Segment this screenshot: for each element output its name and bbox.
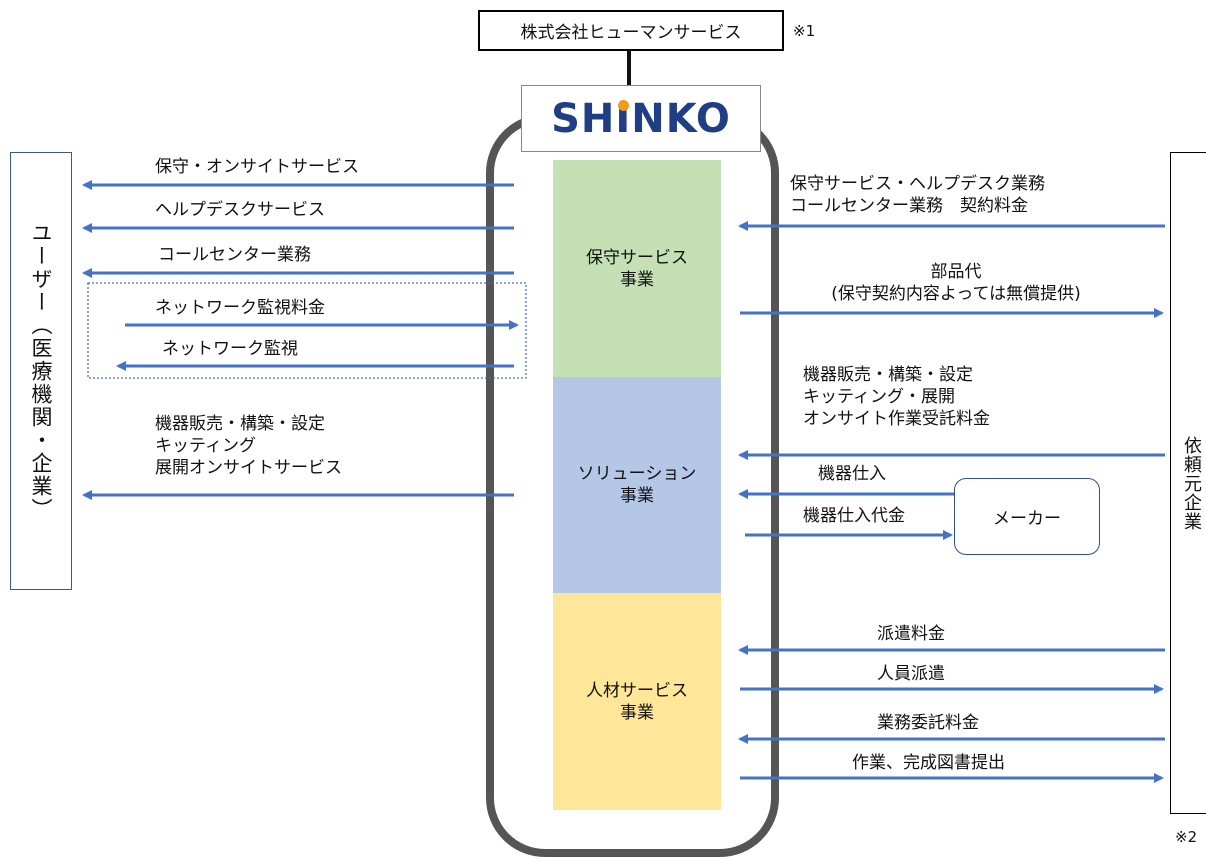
label-dispatch: 人員派遣 bbox=[877, 664, 945, 684]
clients-box: 依頼元企業 bbox=[1170, 152, 1206, 814]
label-solution-fee-line1: 機器販売・構築・設定 bbox=[803, 365, 973, 385]
users-box: ユーザー（医療機関・企業） bbox=[10, 152, 72, 590]
logo-text-post: NKO bbox=[631, 95, 731, 142]
label-solution-fee-line2: キッティング・展開 bbox=[803, 387, 955, 407]
segment-maintenance-line1: 保守サービス bbox=[586, 247, 688, 268]
label-helpdesk-service: ヘルプデスクサービス bbox=[155, 200, 325, 220]
label-purchase-payment: 機器仕入代金 bbox=[803, 506, 905, 526]
label-contract-fee: 保守サービス・ヘルプデスク業務 コールセンター業務 契約料金 bbox=[790, 173, 1045, 217]
label-purchase: 機器仕入 bbox=[818, 464, 886, 484]
label-solution-fee-line3: オンサイト作業受託料金 bbox=[803, 409, 990, 429]
label-equipment-sales-line1: 機器販売・構築・設定 bbox=[155, 414, 325, 434]
parent-company-box: 株式会社ヒューマンサービス bbox=[478, 10, 784, 51]
logo-i: I bbox=[615, 95, 632, 142]
label-callcenter: コールセンター業務 bbox=[158, 245, 311, 265]
label-network-fee: ネットワーク監視料金 bbox=[155, 298, 325, 318]
label-equipment-sales-line2: キッティング bbox=[155, 436, 256, 456]
segment-hr: 人材サービス 事業 bbox=[553, 593, 721, 810]
label-equipment-sales: 機器販売・構築・設定 キッティング 展開オンサイトサービス bbox=[155, 413, 342, 479]
segment-hr-line1: 人材サービス bbox=[586, 680, 688, 701]
segment-maintenance-line2: 事業 bbox=[620, 269, 654, 290]
label-network-monitoring: ネットワーク監視 bbox=[162, 339, 298, 359]
maker-label: メーカー bbox=[993, 509, 1061, 529]
parent-company-note: ※1 bbox=[793, 22, 816, 40]
segment-solution: ソリューション 事業 bbox=[553, 377, 721, 593]
label-dispatch-fee: 派遣料金 bbox=[877, 624, 945, 644]
label-parts: 部品代 (保守契約内容よっては無償提供) bbox=[808, 261, 1104, 305]
label-onsite-service: 保守・オンサイトサービス bbox=[155, 157, 359, 177]
users-label: ユーザー（医療機関・企業） bbox=[29, 221, 53, 521]
segment-hr-line2: 事業 bbox=[620, 702, 654, 723]
label-equipment-sales-line3: 展開オンサイトサービス bbox=[155, 458, 342, 478]
parent-company-label: 株式会社ヒューマンサービス bbox=[520, 23, 742, 43]
segment-maintenance: 保守サービス 事業 bbox=[553, 160, 721, 377]
logo-text-pre: SH bbox=[551, 95, 616, 142]
label-parts-line1: 部品代 bbox=[930, 262, 982, 282]
label-contract-fee-line2: コールセンター業務 契約料金 bbox=[790, 196, 1028, 216]
network-monitoring-group bbox=[87, 282, 527, 379]
label-deliverables: 作業、完成図書提出 bbox=[852, 753, 1005, 773]
label-solution-fee: 機器販売・構築・設定 キッティング・展開 オンサイト作業受託料金 bbox=[803, 364, 990, 430]
label-outsourcing-fee: 業務委託料金 bbox=[877, 713, 979, 733]
segment-solution-line1: ソリューション bbox=[577, 464, 697, 484]
label-contract-fee-line1: 保守サービス・ヘルプデスク業務 bbox=[790, 174, 1045, 194]
segment-solution-line2: 事業 bbox=[619, 486, 654, 506]
label-parts-line2: (保守契約内容よっては無償提供) bbox=[831, 284, 1081, 304]
clients-note: ※2 bbox=[1175, 828, 1198, 846]
clients-label: 依頼元企業 bbox=[1181, 435, 1202, 531]
maker-box: メーカー bbox=[954, 478, 1100, 555]
logo-dot-icon bbox=[618, 99, 630, 111]
